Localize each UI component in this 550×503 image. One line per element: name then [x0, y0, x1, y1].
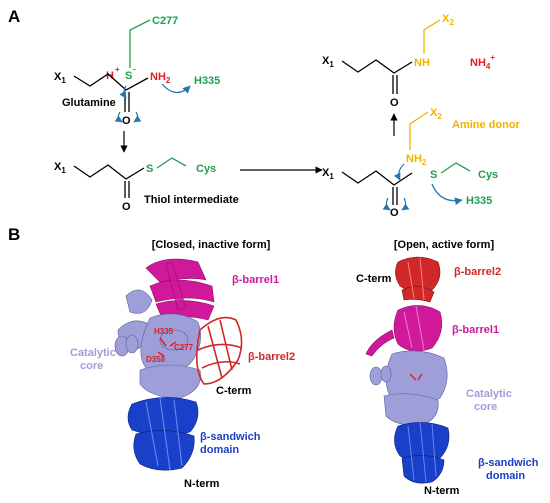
- int2-carbonyl-arrow-2: [401, 197, 410, 211]
- open-beta-barrel1-label: β-barrel1: [452, 324, 499, 336]
- s-attack-arrow: [119, 85, 127, 99]
- int2-s-label: S: [430, 169, 437, 181]
- open-active-site-sticks: [409, 373, 423, 381]
- closed-beta-barrel2-label: β-barrel2: [248, 351, 295, 363]
- glutamine-name: Glutamine: [62, 97, 116, 109]
- product-o-label: O: [390, 97, 399, 109]
- amine-nh2-label: NH2: [406, 153, 427, 167]
- c277-chain: [129, 19, 151, 68]
- open-c-term-label: C-term: [356, 273, 392, 285]
- closed-beta-barrel1-ribbon: [145, 258, 215, 321]
- panel-a-label: A: [8, 7, 20, 26]
- open-domain-label: domain: [486, 470, 525, 482]
- nh4-label: NH4+: [470, 53, 495, 71]
- int2-backbone: [341, 170, 413, 186]
- carbonyl-arrow-2: [133, 111, 142, 123]
- open-beta-barrel1-ribbon: [365, 305, 443, 357]
- closed-sandwich-label: β-sandwich: [200, 431, 261, 443]
- s-charge: -: [133, 64, 136, 74]
- s-label: S: [125, 70, 132, 82]
- closed-beta-sandwich-ribbon: [127, 397, 199, 471]
- c277-label: C277: [152, 15, 178, 27]
- open-beta-barrel2-ribbon: [395, 256, 441, 303]
- amine-x2-label: X2: [430, 107, 442, 121]
- closed-c-term-label: C-term: [216, 385, 252, 397]
- closed-h335-label: H335: [154, 327, 174, 336]
- closed-active-site-sticks: [157, 337, 177, 357]
- closed-form: [Closed, inactive form] β-barrel1 Cataly…: [70, 239, 295, 490]
- open-beta-sandwich-ribbon: [394, 421, 450, 484]
- nh2-label: NH2: [150, 71, 171, 85]
- product-structure: X1 O NH X2 NH4+: [322, 13, 495, 109]
- closed-core-label: core: [80, 360, 103, 372]
- int2-h335-label: H335: [466, 195, 492, 207]
- open-beta-barrel2-label: β-barrel2: [454, 266, 501, 278]
- closed-d358-label: D358: [146, 355, 166, 364]
- open-sandwich-label: β-sandwich: [478, 457, 539, 469]
- cys-chain: [156, 157, 187, 169]
- int2-carbonyl-arrow: [382, 197, 391, 211]
- s-to-h335-arrow: [431, 183, 463, 206]
- closed-beta-barrel1-label: β-barrel1: [232, 274, 279, 286]
- closed-c277-label: C277: [174, 343, 194, 352]
- closed-catalytic-core-ribbon: [114, 289, 201, 399]
- nh2-attack-arrow: [393, 163, 405, 181]
- thiol-intermediate-structure: X1 O S Cys Thiol intermediate: [54, 157, 239, 213]
- int2-o-label: O: [390, 207, 399, 219]
- closed-title: [Closed, inactive form]: [152, 239, 271, 251]
- product-nh-label: NH: [414, 57, 430, 69]
- thiol-o-label: O: [122, 201, 131, 213]
- thiol-x1-label: X1: [54, 161, 66, 175]
- h335-label: H335: [194, 75, 220, 87]
- closed-beta-barrel2-ribbon: [196, 316, 243, 385]
- glutamine-backbone: [73, 73, 149, 91]
- open-catalytic-core-ribbon: [369, 350, 448, 426]
- product-backbone: [341, 59, 413, 74]
- open-catalytic-label: Catalytic: [466, 388, 512, 400]
- int2-cys-chain: [440, 162, 471, 174]
- thiol-backbone: [73, 164, 145, 180]
- thiol-cys-label: Cys: [196, 163, 216, 175]
- thiol-s-label: S: [146, 163, 153, 175]
- product-x2-label: X2: [442, 13, 454, 27]
- closed-domain-label: domain: [200, 444, 239, 456]
- thiol-name: Thiol intermediate: [144, 194, 239, 206]
- closed-catalytic-label: Catalytic: [70, 347, 116, 359]
- glutamine-structure: C277 S - H + X1 O NH2 H335 Glutamine: [54, 15, 220, 127]
- h-charge: +: [115, 65, 120, 74]
- open-form: [Open, active form] C-term β-barrel2 β-b…: [356, 239, 539, 497]
- int2-cys-label: Cys: [478, 169, 498, 181]
- open-title: [Open, active form]: [394, 239, 495, 251]
- product-x1-label: X1: [322, 55, 334, 69]
- x1-label: X1: [54, 71, 66, 85]
- open-n-term-label: N-term: [424, 485, 460, 497]
- nh2-to-h335-arrow: [161, 83, 191, 94]
- int2-x1-label: X1: [322, 167, 334, 181]
- open-core-label: core: [474, 401, 497, 413]
- o-label: O: [122, 115, 131, 127]
- panel-b-label: B: [8, 225, 20, 244]
- aminolysis-structure: X2 Amine donor NH2 X1 O S Cys H335: [322, 107, 521, 219]
- carbonyl-arrow: [114, 111, 123, 123]
- amine-x2-chain: [409, 111, 429, 150]
- amine-donor-label: Amine donor: [452, 119, 521, 131]
- closed-n-term-label: N-term: [184, 478, 220, 490]
- product-x2-chain: [423, 19, 441, 54]
